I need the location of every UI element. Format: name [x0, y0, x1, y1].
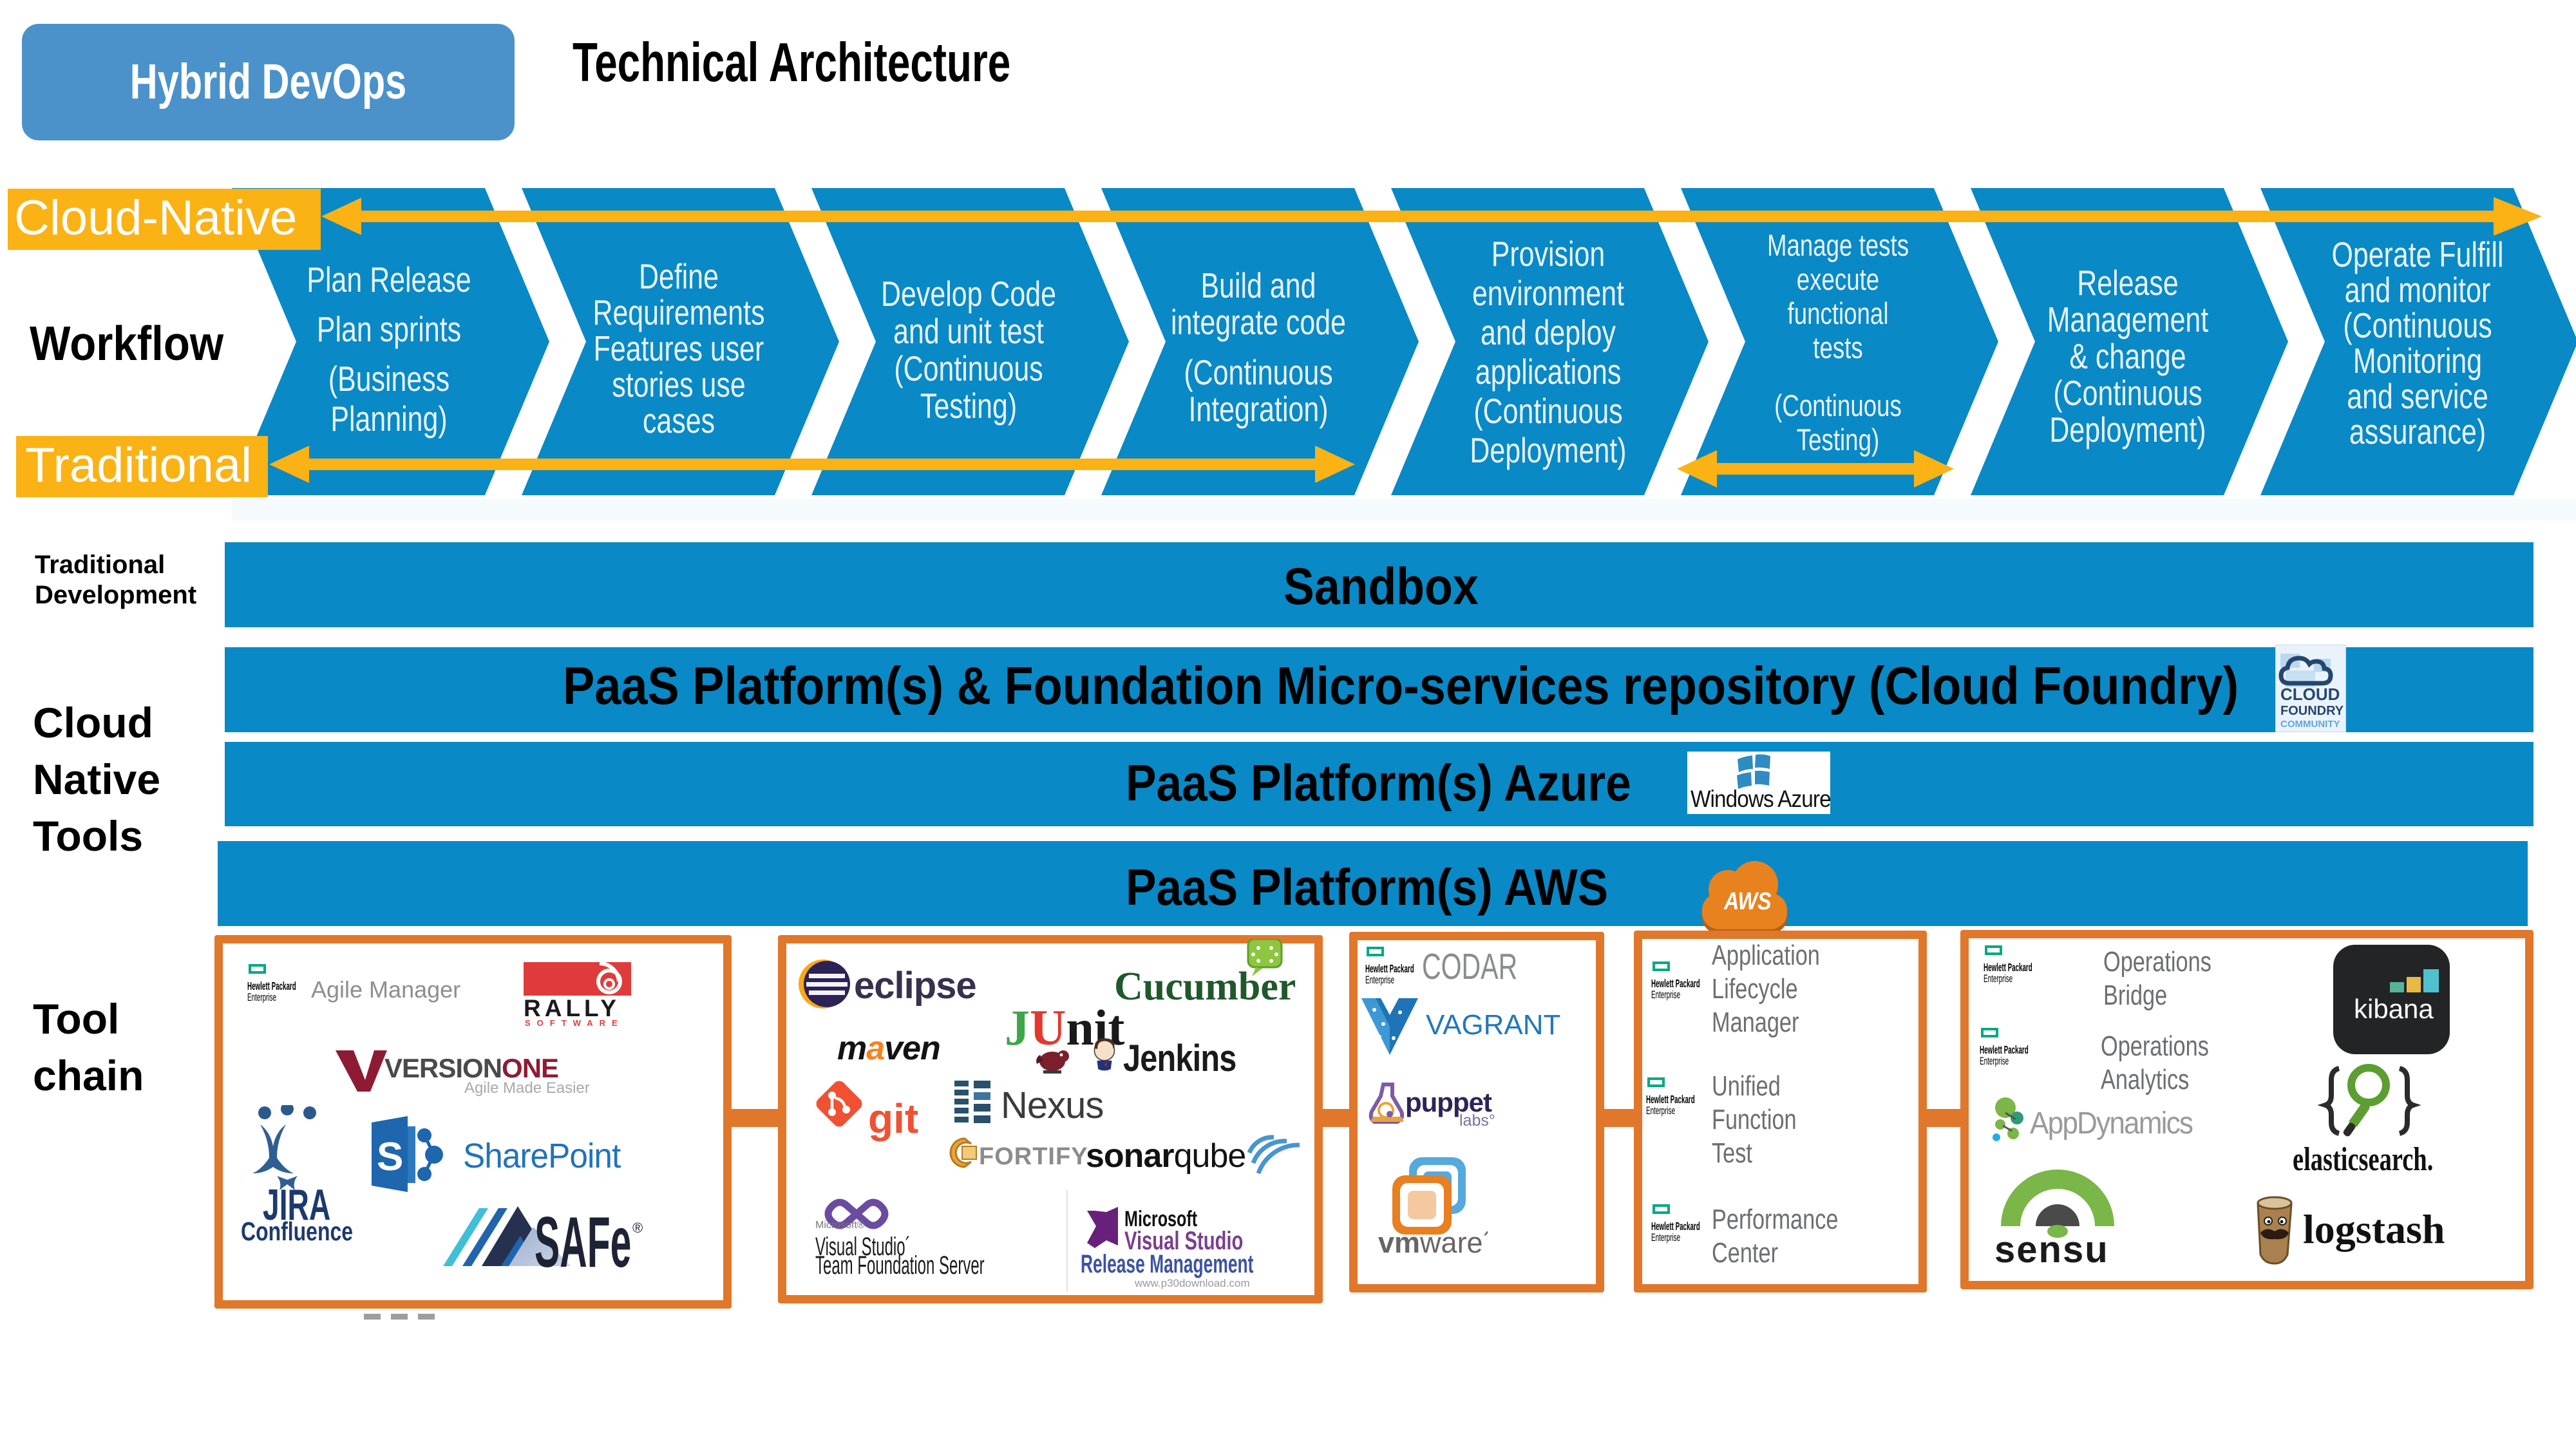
svg-text:Visual Studio´: Visual Studio´ — [815, 1232, 911, 1261]
svg-text:FORTIFY: FORTIFY — [979, 1143, 1088, 1170]
svg-text:logstash: logstash — [2303, 1206, 2445, 1252]
svg-text:Agile Made Easier: Agile Made Easier — [464, 1079, 589, 1097]
svg-text:Nexus: Nexus — [1001, 1084, 1103, 1126]
svg-text:labs°: labs° — [1459, 1112, 1495, 1130]
svg-text:RALLY: RALLY — [524, 995, 620, 1021]
svg-text:kibana: kibana — [2354, 994, 2434, 1024]
svg-text:Windows Azure´: Windows Azure´ — [1690, 786, 1830, 812]
svg-text:Visual Studio: Visual Studio — [1124, 1227, 1243, 1256]
svg-text:COMMUNITY: COMMUNITY — [2280, 719, 2340, 730]
svg-text:sensu: sensu — [1994, 1229, 2109, 1267]
svg-text:elasticsearch.: elasticsearch. — [2293, 1140, 2433, 1175]
svg-text:FOUNDRY: FOUNDRY — [2280, 704, 2344, 718]
svg-text:Team Foundation Server: Team Foundation Server — [815, 1251, 985, 1275]
svg-text:eclipse: eclipse — [854, 965, 976, 1007]
svg-text:vmware´: vmware´ — [1378, 1226, 1488, 1259]
svg-text:JUnit: JUnit — [1005, 1005, 1124, 1056]
svg-text:Confluence: Confluence — [241, 1217, 353, 1244]
svg-text:AppDynamics: AppDynamics — [2030, 1105, 2193, 1140]
svg-text:Microsoft: Microsoft — [1124, 1207, 1197, 1231]
svg-text:Release Management: Release Management — [1081, 1250, 1253, 1279]
svg-text:www.p30download.com: www.p30download.com — [1134, 1277, 1250, 1289]
svg-text:AWS: AWS — [1723, 888, 1772, 915]
svg-text:Microsoft®: Microsoft® — [815, 1220, 865, 1231]
svg-text:SAFe: SAFe — [535, 1202, 631, 1271]
svg-text:git: git — [868, 1095, 918, 1142]
svg-text:S: S — [377, 1135, 403, 1179]
svg-text:puppet: puppet — [1405, 1087, 1492, 1117]
svg-text:SharePoint: SharePoint — [463, 1137, 621, 1175]
svg-text:SOFTWARE: SOFTWARE — [525, 1018, 624, 1027]
svg-text:sonarqube: sonarqube — [1086, 1137, 1245, 1175]
svg-text:JIRA: JIRA — [263, 1180, 330, 1229]
svg-text:Jenkins: Jenkins — [1123, 1038, 1236, 1079]
svg-text:VAGRANT: VAGRANT — [1426, 1009, 1560, 1041]
svg-text:CLOUD: CLOUD — [2280, 685, 2340, 704]
svg-text:®: ® — [632, 1220, 643, 1236]
svg-text:Cucumber: Cucumber — [1114, 965, 1296, 1009]
svg-text:VERSIONONE: VERSIONONE — [384, 1053, 558, 1083]
